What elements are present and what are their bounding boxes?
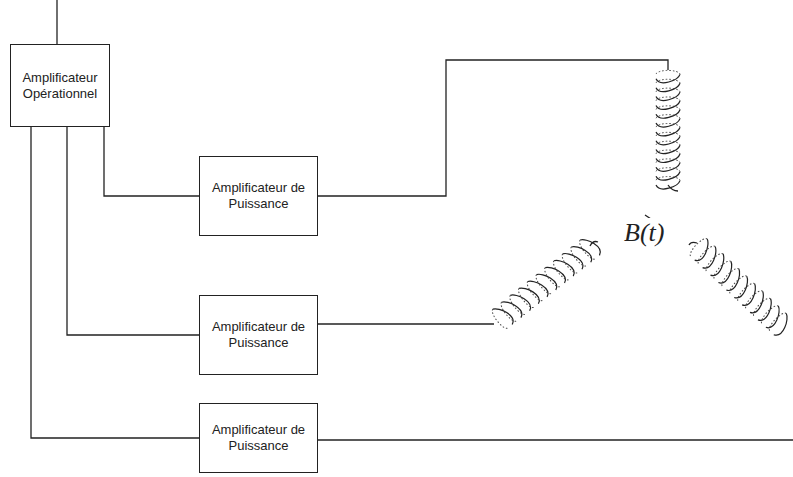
- coil: [688, 236, 793, 337]
- field-label: B(t): [622, 218, 666, 248]
- box-label: Amplificateur de Puissance: [200, 176, 317, 216]
- box-label: Amplificateur de Puissance: [200, 418, 317, 458]
- power-amp-box: Amplificateur de Puissance: [199, 403, 318, 473]
- coil: [490, 234, 603, 330]
- coil-lead: [689, 242, 697, 245]
- output-wire: [314, 60, 668, 196]
- output-wire: [314, 323, 494, 324]
- power-amp-box: Amplificateur de Puissance: [199, 295, 318, 375]
- signal-wire: [104, 127, 199, 196]
- op-amp-box: Amplificateur Opérationnel: [10, 44, 110, 127]
- signal-wire: [31, 127, 199, 438]
- output-wire: [314, 439, 793, 440]
- power-amp-box: Amplificateur de Puissance: [199, 156, 318, 236]
- coil: [656, 70, 680, 189]
- input-wire: [56, 0, 57, 44]
- box-label: Amplificateur de Puissance: [200, 315, 317, 355]
- signal-wire: [67, 127, 199, 335]
- box-label: Amplificateur Opérationnel: [11, 66, 109, 106]
